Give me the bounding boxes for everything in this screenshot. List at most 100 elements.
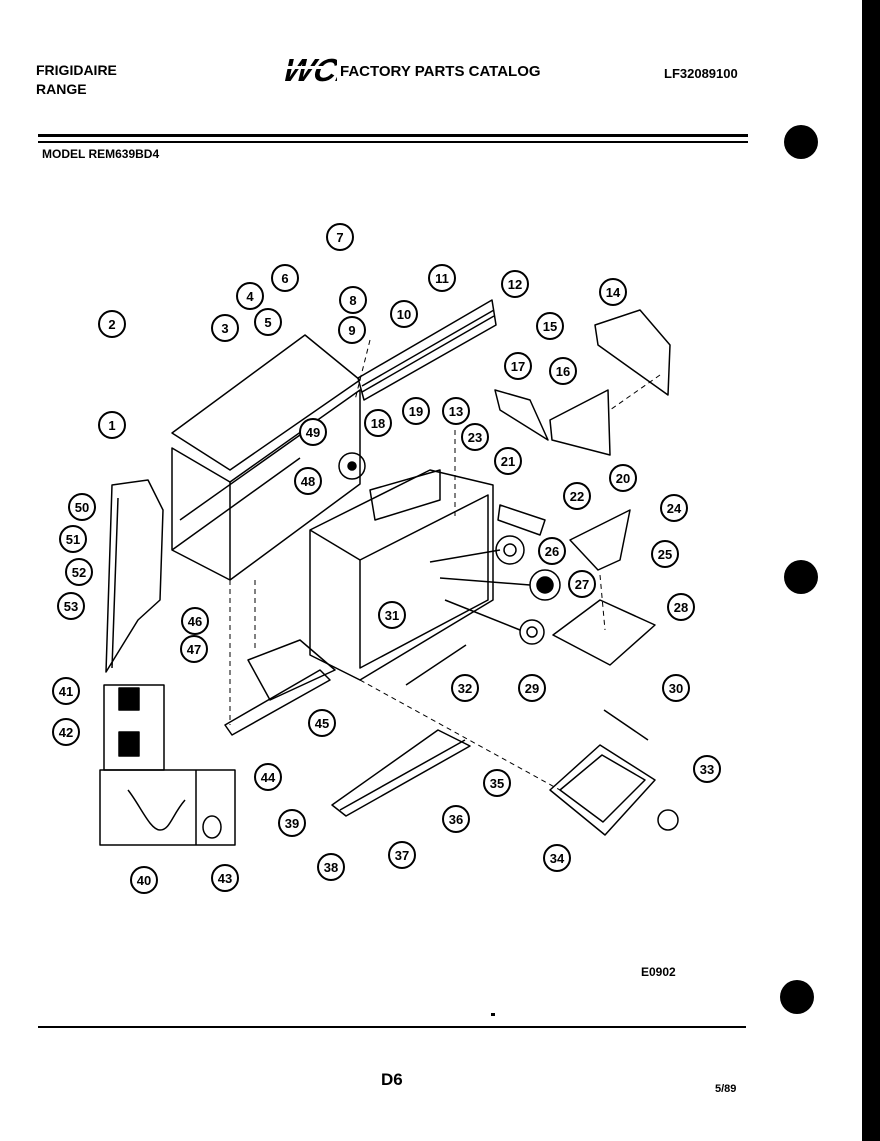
callout-24: 24 (660, 494, 688, 522)
callout-circle (338, 316, 366, 344)
left-cabinet (171, 389, 361, 581)
callout-12: 12 (501, 270, 529, 298)
callout-18: 18 (364, 409, 392, 437)
callout-label: 20 (616, 471, 630, 486)
callout-48: 48 (294, 467, 322, 495)
callout-9: 9 (338, 316, 366, 344)
callout-label: 23 (468, 430, 482, 445)
callout-1: 1 (98, 411, 126, 439)
callout-circle (501, 270, 529, 298)
footer-rule (38, 1026, 746, 1028)
callout-label: 11 (435, 271, 449, 286)
callout-52: 52 (65, 558, 93, 586)
binder-hole (784, 125, 818, 159)
drip-tray (549, 744, 656, 836)
callout-circle (326, 223, 354, 251)
callout-circle (364, 409, 392, 437)
callout-label: 51 (66, 532, 80, 547)
callout-circle (52, 677, 80, 705)
callout-circle (538, 537, 566, 565)
callout-circle (378, 601, 406, 629)
callout-label: 37 (395, 848, 409, 863)
callout-label: 4 (246, 289, 254, 304)
callout-31: 31 (378, 601, 406, 629)
callout-label: 7 (336, 230, 343, 245)
callout-43: 43 (211, 864, 239, 892)
callout-15: 15 (536, 312, 564, 340)
bracket-24 (569, 509, 631, 571)
callout-circle (57, 592, 85, 620)
callout-circle (271, 264, 299, 292)
callout-circle (98, 411, 126, 439)
callout-16: 16 (549, 357, 577, 385)
callout-37: 37 (388, 841, 416, 869)
callout-label: 28 (674, 600, 688, 615)
callout-label: 44 (261, 770, 276, 785)
callout-label: 22 (570, 489, 584, 504)
callout-label: 31 (385, 608, 399, 623)
callout-circle (65, 558, 93, 586)
callout-circle (317, 853, 345, 881)
product-type: RANGE (36, 81, 87, 97)
callout-label: 5 (264, 315, 271, 330)
callout-34: 34 (543, 844, 571, 872)
callout-label: 2 (108, 317, 115, 332)
callout-38: 38 (317, 853, 345, 881)
callout-circle (52, 718, 80, 746)
callout-label: 12 (508, 277, 522, 292)
callout-label: 30 (669, 681, 683, 696)
side-panel (105, 479, 164, 673)
callout-6: 6 (271, 264, 299, 292)
callout-5: 5 (254, 308, 282, 336)
callout-circle (651, 540, 679, 568)
callout-label: 41 (59, 684, 73, 699)
callout-circle (59, 525, 87, 553)
rear-cover (594, 309, 671, 396)
callout-50: 50 (68, 493, 96, 521)
callout-circle (504, 352, 532, 380)
callout-label: 16 (556, 364, 570, 379)
drawing-reference: E0902 (641, 965, 676, 979)
binder-hole (780, 980, 814, 1014)
callout-circle (442, 805, 470, 833)
callout-label: 21 (501, 454, 515, 469)
callout-label: 8 (349, 293, 356, 308)
callout-label: 53 (64, 599, 78, 614)
callout-42: 42 (52, 718, 80, 746)
logo-text: WCI (279, 53, 337, 86)
callout-27: 27 (568, 570, 596, 598)
front-rail (331, 729, 471, 817)
callout-40: 40 (130, 866, 158, 894)
callout-label: 6 (281, 271, 288, 286)
callout-label: 39 (285, 816, 299, 831)
callout-circle (236, 282, 264, 310)
top-panel (171, 334, 361, 471)
catalog-title: FACTORY PARTS CATALOG (340, 63, 541, 80)
callout-circle (543, 844, 571, 872)
callout-label: 1 (108, 418, 115, 433)
callout-label: 49 (306, 425, 320, 440)
callout-circle (536, 312, 564, 340)
broil-pan (552, 599, 656, 666)
oven-cavity (309, 469, 494, 681)
callout-circle (599, 278, 627, 306)
callout-circle (211, 864, 239, 892)
callout-41: 41 (52, 677, 80, 705)
callout-21: 21 (494, 447, 522, 475)
callout-17: 17 (504, 352, 532, 380)
bracket-17 (494, 389, 549, 441)
callout-4: 4 (236, 282, 264, 310)
callout-label: 26 (545, 544, 559, 559)
callout-45: 45 (308, 709, 336, 737)
callout-circle (130, 866, 158, 894)
callout-label: 35 (490, 776, 504, 791)
callout-28: 28 (667, 593, 695, 621)
catalog-number: LF32089100 (664, 66, 738, 81)
callout-33: 33 (693, 755, 721, 783)
callout-44: 44 (254, 763, 282, 791)
callout-circle (483, 769, 511, 797)
callout-label: 24 (667, 501, 682, 516)
callout-label: 25 (658, 547, 672, 562)
